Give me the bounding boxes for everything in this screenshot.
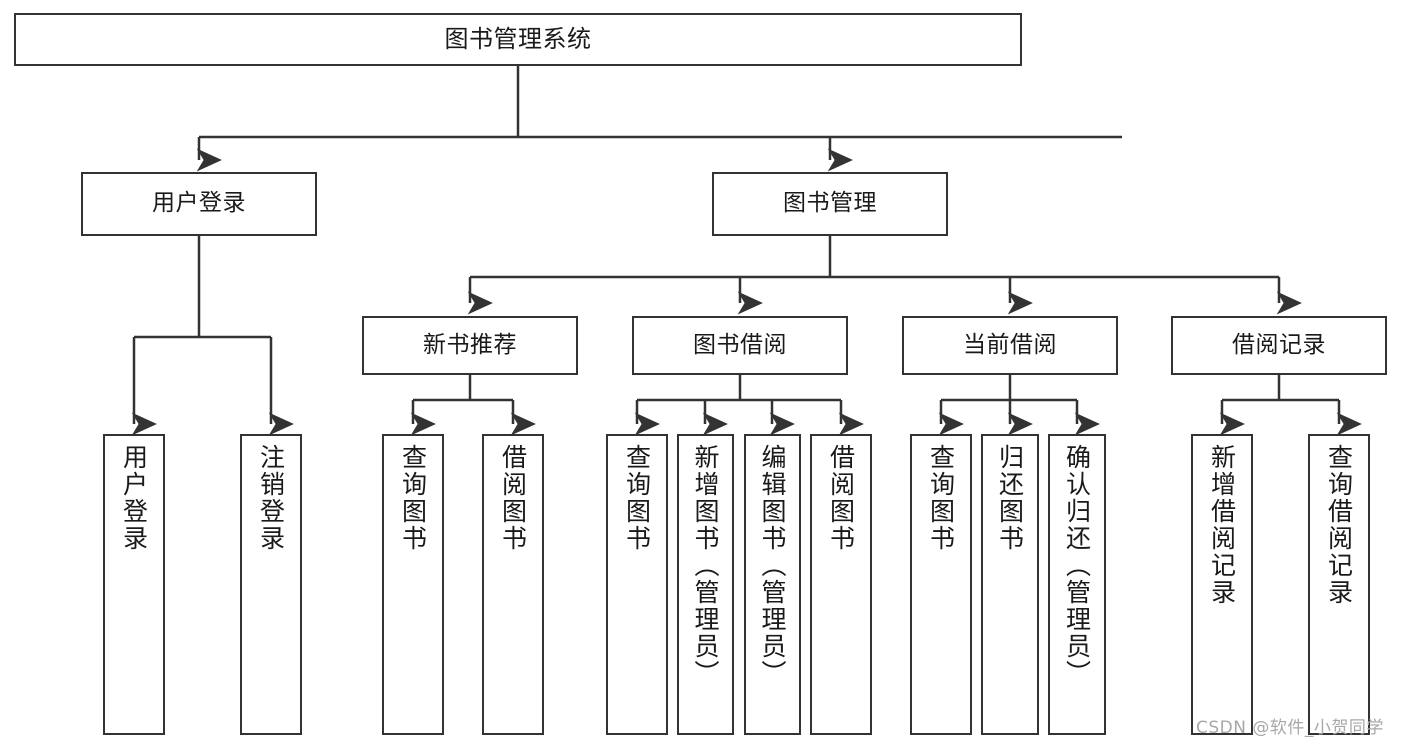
leaf-borrow-book-borrow[interactable]: 借阅图书 (810, 434, 872, 735)
leaf-confirm-return-admin[interactable]: 确认归还（管理员） (1048, 434, 1106, 735)
node-new-book-recommend[interactable]: 新书推荐 (362, 316, 578, 375)
node-label: 图书借阅 (693, 331, 787, 358)
node-label: 借阅图书 (826, 444, 856, 552)
node-label: 查询借阅记录 (1324, 444, 1354, 606)
node-label: 查询图书 (622, 444, 652, 552)
leaf-edit-book-admin[interactable]: 编辑图书（管理员） (744, 434, 801, 735)
node-borrow-record[interactable]: 借阅记录 (1171, 316, 1387, 375)
leaf-query-book-recommend[interactable]: 查询图书 (382, 434, 444, 735)
node-label: 编辑图书（管理员） (758, 444, 787, 687)
node-label: 用户登录 (119, 444, 149, 552)
csdn-watermark: CSDN @软件_小贺同学 (1196, 718, 1384, 738)
node-label: 新增图书（管理员） (691, 444, 720, 687)
leaf-query-borrow-record[interactable]: 查询借阅记录 (1308, 434, 1370, 735)
leaf-add-book-admin[interactable]: 新增图书（管理员） (677, 434, 734, 735)
node-user-login[interactable]: 用户登录 (81, 172, 317, 236)
leaf-user-login[interactable]: 用户登录 (103, 434, 165, 735)
node-label: 新增借阅记录 (1207, 444, 1237, 606)
node-label: 当前借阅 (963, 331, 1057, 358)
node-label: 借阅图书 (498, 444, 528, 552)
leaf-borrow-book-recommend[interactable]: 借阅图书 (482, 434, 544, 735)
node-book-borrow[interactable]: 图书借阅 (632, 316, 848, 375)
node-current-borrow[interactable]: 当前借阅 (902, 316, 1118, 375)
node-label: 新书推荐 (423, 331, 517, 358)
node-label: 归还图书 (995, 444, 1025, 552)
leaf-add-borrow-record[interactable]: 新增借阅记录 (1191, 434, 1253, 735)
leaf-query-book-borrow[interactable]: 查询图书 (606, 434, 668, 735)
node-label: 确认归还（管理员） (1062, 444, 1092, 687)
node-label: 查询图书 (926, 444, 956, 552)
node-label: 用户登录 (152, 190, 246, 217)
leaf-query-book-current[interactable]: 查询图书 (910, 434, 972, 735)
node-label: 借阅记录 (1232, 331, 1326, 358)
node-book-manage[interactable]: 图书管理 (712, 172, 948, 236)
leaf-return-book[interactable]: 归还图书 (981, 434, 1039, 735)
node-label: 查询图书 (398, 444, 428, 552)
node-label: 图书管理 (783, 190, 877, 217)
node-label: 图书管理系统 (444, 25, 592, 54)
node-label: 注销登录 (256, 444, 286, 552)
leaf-logout[interactable]: 注销登录 (240, 434, 302, 735)
node-root-system[interactable]: 图书管理系统 (14, 13, 1022, 66)
